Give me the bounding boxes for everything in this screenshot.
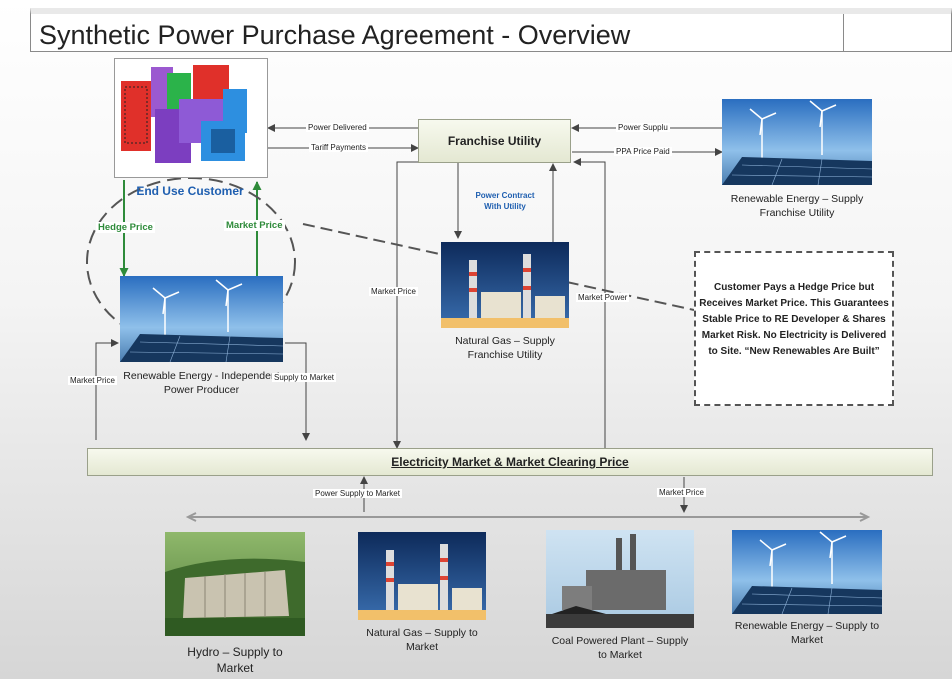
natural-gas-market-image [358, 532, 486, 620]
market-power-line [573, 158, 606, 448]
renewable-market-label: Renewable Energy – Supply to Market [734, 620, 880, 646]
power-supply-label: Power Supplu [616, 123, 670, 132]
ppa-price-label: PPA Price Paid [614, 147, 672, 156]
hydro-image [165, 532, 305, 636]
market-label: Electricity Market & Market Clearing Pri… [391, 455, 629, 469]
supply-to-market-line [285, 342, 310, 441]
coal-plant-image [546, 530, 694, 628]
hydro-label: Hydro – Supply to Market [187, 645, 283, 675]
market-power-label: Market Power [576, 293, 630, 302]
franchise-utility-box: Franchise Utility [418, 119, 571, 163]
renewable-market-image [732, 530, 883, 615]
title-bar: Synthetic Power Purchase Agreement - Ove… [30, 8, 952, 52]
renewable-ipp-image [120, 276, 284, 363]
market-price-green-label: Market Price [224, 220, 285, 231]
hedge-note: Customer Pays a Hedge Price but Receives… [694, 251, 894, 406]
natural-gas-market-label: Natural Gas – Supply to Market [366, 627, 478, 653]
title-divider [843, 14, 844, 52]
supply-to-market-label: Supply to Market [272, 373, 337, 382]
market-price-ipp-label: Market Price [68, 376, 117, 385]
market-price-bottom-label: Market Price [657, 488, 706, 497]
end-use-customer-label: End Use Customer [136, 184, 244, 198]
market-price-left-line [393, 161, 418, 449]
tariff-payments-label: Tariff Payments [309, 143, 368, 152]
natural-gas-franchise-image [441, 242, 569, 328]
renewable-supply-franchise-image [722, 99, 873, 186]
customer-buildings-image [114, 58, 268, 178]
power-supply-to-market-label: Power Supply to Market [313, 489, 402, 498]
natural-gas-franchise-label: Natural Gas – Supply Franchise Utility [455, 335, 555, 361]
renewable-supply-franchise-label: Renewable Energy – Supply Franchise Util… [730, 193, 864, 219]
renewable-ipp-label: Renewable Energy - Independent Power Pro… [123, 370, 280, 396]
power-contract-label: Power Contract With Utility [475, 191, 535, 211]
hedge-price-label: Hedge Price [96, 222, 155, 233]
coal-plant-label: Coal Powered Plant – Supply to Market [551, 635, 689, 661]
page-title: Synthetic Power Purchase Agreement - Ove… [39, 20, 631, 50]
market-price-left-label: Market Price [369, 287, 418, 296]
power-delivered-label: Power Delivered [306, 123, 369, 132]
franchise-utility-label: Franchise Utility [447, 134, 542, 148]
market-bar: Electricity Market & Market Clearing Pri… [87, 448, 933, 476]
market-price-ipp-line [95, 339, 119, 440]
